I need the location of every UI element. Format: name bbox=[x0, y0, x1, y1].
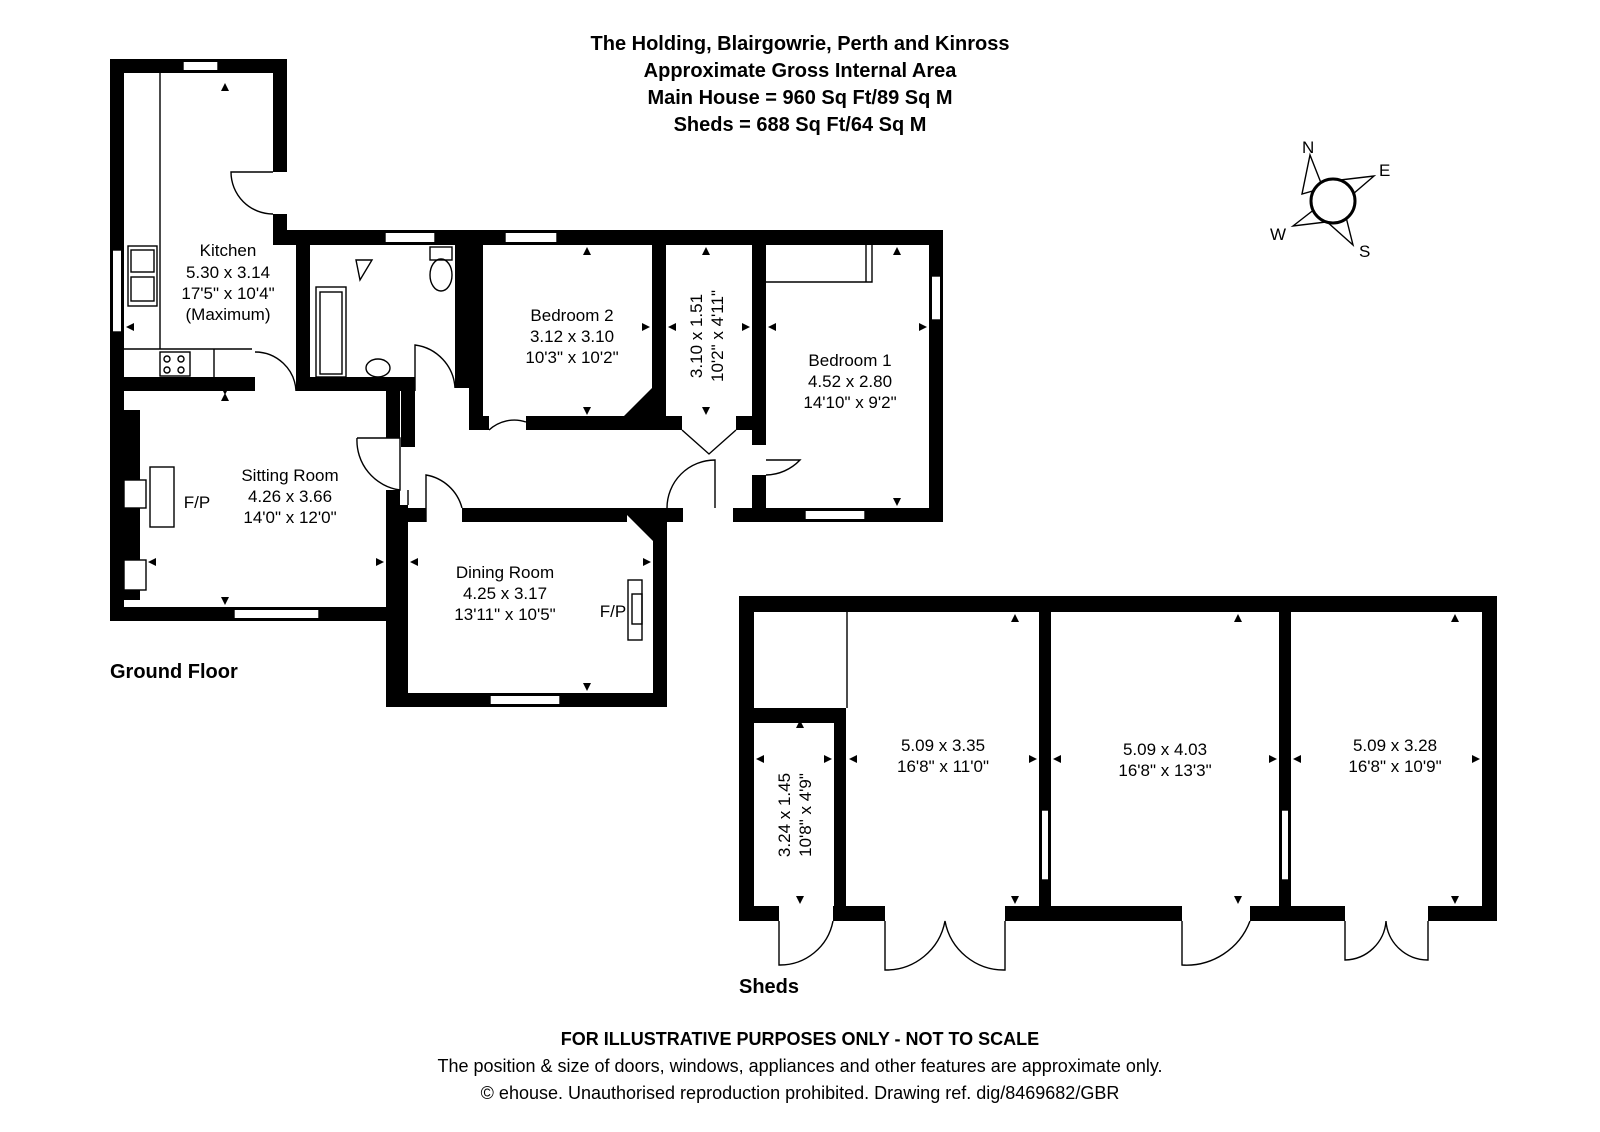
dining-imperial: 13'11" x 10'5" bbox=[454, 605, 555, 624]
compass-n: N bbox=[1302, 138, 1314, 157]
plan-subtitle: Approximate Gross Internal Area bbox=[643, 60, 957, 82]
sitting-metric: 4.26 x 3.66 bbox=[248, 487, 332, 506]
hob-icon bbox=[159, 351, 191, 377]
shed2-metric: 5.09 x 4.03 bbox=[1123, 740, 1207, 759]
cupboard-imperial: 10'2" x 4'11" bbox=[708, 290, 727, 382]
bedroom2-imperial: 10'3" x 10'2" bbox=[525, 348, 618, 367]
shed3-metric: 5.09 x 3.28 bbox=[1353, 736, 1437, 755]
shed-2: 5.09 x 4.03 16'8" x 13'3" bbox=[1118, 740, 1211, 780]
basin-icon bbox=[365, 358, 391, 378]
room-cupboard: 3.10 x 1.51 10'2" x 4'11" bbox=[687, 290, 727, 382]
shed-small: 3.24 x 1.45 10'8" x 4'9" bbox=[775, 773, 815, 857]
sheds-doors bbox=[778, 612, 1429, 971]
bedroom2-name: Bedroom 2 bbox=[530, 306, 613, 325]
footer-copyright: © ehouse. Unauthorised reproduction proh… bbox=[480, 1083, 1120, 1103]
footer-note: The position & size of doors, windows, a… bbox=[437, 1056, 1163, 1076]
cupboard-metric: 3.10 x 1.51 bbox=[687, 294, 706, 378]
kitchen-name: Kitchen bbox=[200, 241, 257, 260]
bedroom1-imperial: 14'10" x 9'2" bbox=[803, 393, 896, 412]
dining-metric: 4.25 x 3.17 bbox=[463, 584, 547, 603]
shed-small-imperial: 10'8" x 4'9" bbox=[796, 773, 815, 857]
compass-e: E bbox=[1379, 161, 1390, 180]
sitting-name: Sitting Room bbox=[241, 466, 338, 485]
main-house-area: Main House = 960 Sq Ft/89 Sq M bbox=[647, 87, 953, 109]
kitchen-note: (Maximum) bbox=[186, 305, 271, 324]
ground-floor-label: Ground Floor bbox=[110, 661, 238, 683]
shed-3: 5.09 x 3.28 16'8" x 10'9" bbox=[1348, 736, 1441, 776]
bedroom1-metric: 4.52 x 2.80 bbox=[808, 372, 892, 391]
bath-icon bbox=[315, 286, 347, 378]
room-kitchen: Kitchen 5.30 x 3.14 17'5" x 10'4" (Maxim… bbox=[181, 241, 274, 324]
kitchen-imperial: 17'5" x 10'4" bbox=[181, 284, 274, 303]
ground-floor-walls bbox=[110, 59, 943, 707]
room-bedroom-1: Bedroom 1 4.52 x 2.80 14'10" x 9'2" bbox=[803, 351, 896, 412]
sheds-area: Sheds = 688 Sq Ft/64 Sq M bbox=[673, 114, 927, 136]
sitting-fp: F/P bbox=[184, 493, 210, 512]
fireplace-icon bbox=[149, 466, 175, 528]
bedroom1-name: Bedroom 1 bbox=[808, 351, 891, 370]
sheds-label: Sheds bbox=[739, 976, 799, 998]
compass-w: W bbox=[1270, 225, 1286, 244]
room-sitting: Sitting Room 4.26 x 3.66 14'0" x 12'0" F… bbox=[184, 466, 339, 527]
sink-icon bbox=[127, 245, 158, 307]
ground-floor-doors bbox=[230, 171, 802, 522]
shed3-imperial: 16'8" x 10'9" bbox=[1348, 757, 1441, 776]
bedroom2-metric: 3.12 x 3.10 bbox=[530, 327, 614, 346]
shed2-imperial: 16'8" x 13'3" bbox=[1118, 761, 1211, 780]
compass-s: S bbox=[1359, 242, 1370, 261]
footer-disclaimer: FOR ILLUSTRATIVE PURPOSES ONLY - NOT TO … bbox=[560, 1029, 1040, 1049]
toilet-icon bbox=[429, 246, 453, 261]
room-dining: Dining Room 4.25 x 3.17 13'11" x 10'5" F… bbox=[454, 563, 626, 624]
dining-name: Dining Room bbox=[456, 563, 554, 582]
compass-icon: N E S W bbox=[1270, 138, 1390, 261]
ground-floor-windows bbox=[110, 59, 943, 707]
sheds-dimension-markers bbox=[756, 614, 1480, 904]
plan-title: The Holding, Blairgowrie, Perth and Kinr… bbox=[590, 33, 1010, 55]
ground-floor-fixtures bbox=[124, 73, 873, 641]
sheds-walls bbox=[739, 596, 1497, 921]
dining-fp: F/P bbox=[600, 602, 626, 621]
ground-floor-dimension-markers bbox=[126, 83, 927, 691]
room-bedroom-2: Bedroom 2 3.12 x 3.10 10'3" x 10'2" bbox=[525, 306, 618, 367]
shed1-imperial: 16'8" x 11'0" bbox=[897, 757, 989, 776]
shed1-metric: 5.09 x 3.35 bbox=[901, 736, 985, 755]
shed-small-metric: 3.24 x 1.45 bbox=[775, 773, 794, 857]
kitchen-metric: 5.30 x 3.14 bbox=[186, 263, 270, 282]
sitting-imperial: 14'0" x 12'0" bbox=[243, 508, 336, 527]
shed-1: 5.09 x 3.35 16'8" x 11'0" bbox=[897, 736, 989, 776]
